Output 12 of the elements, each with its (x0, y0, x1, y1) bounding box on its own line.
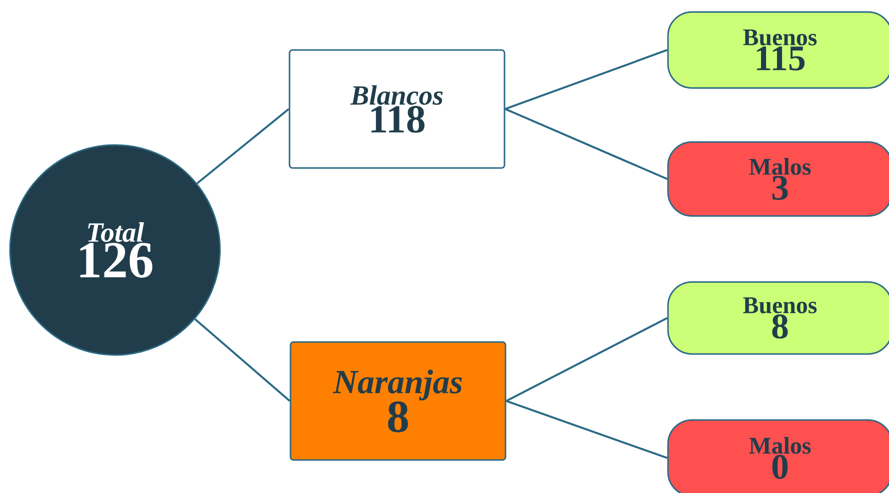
connector-line (506, 400, 668, 459)
connector-line (504, 108, 668, 180)
category-box: Naranjas 8 (290, 341, 506, 461)
connector-line (506, 317, 668, 402)
result-pill: Buenos 115 (667, 11, 889, 89)
result-pill: Malos 0 (667, 419, 889, 493)
connector-line (504, 49, 668, 110)
connector-line (196, 108, 290, 184)
result-pill: Buenos 8 (667, 281, 889, 355)
connector-line (194, 318, 290, 402)
result-pill: Malos 3 (667, 141, 889, 217)
category-box: Blancos 118 (288, 49, 506, 169)
